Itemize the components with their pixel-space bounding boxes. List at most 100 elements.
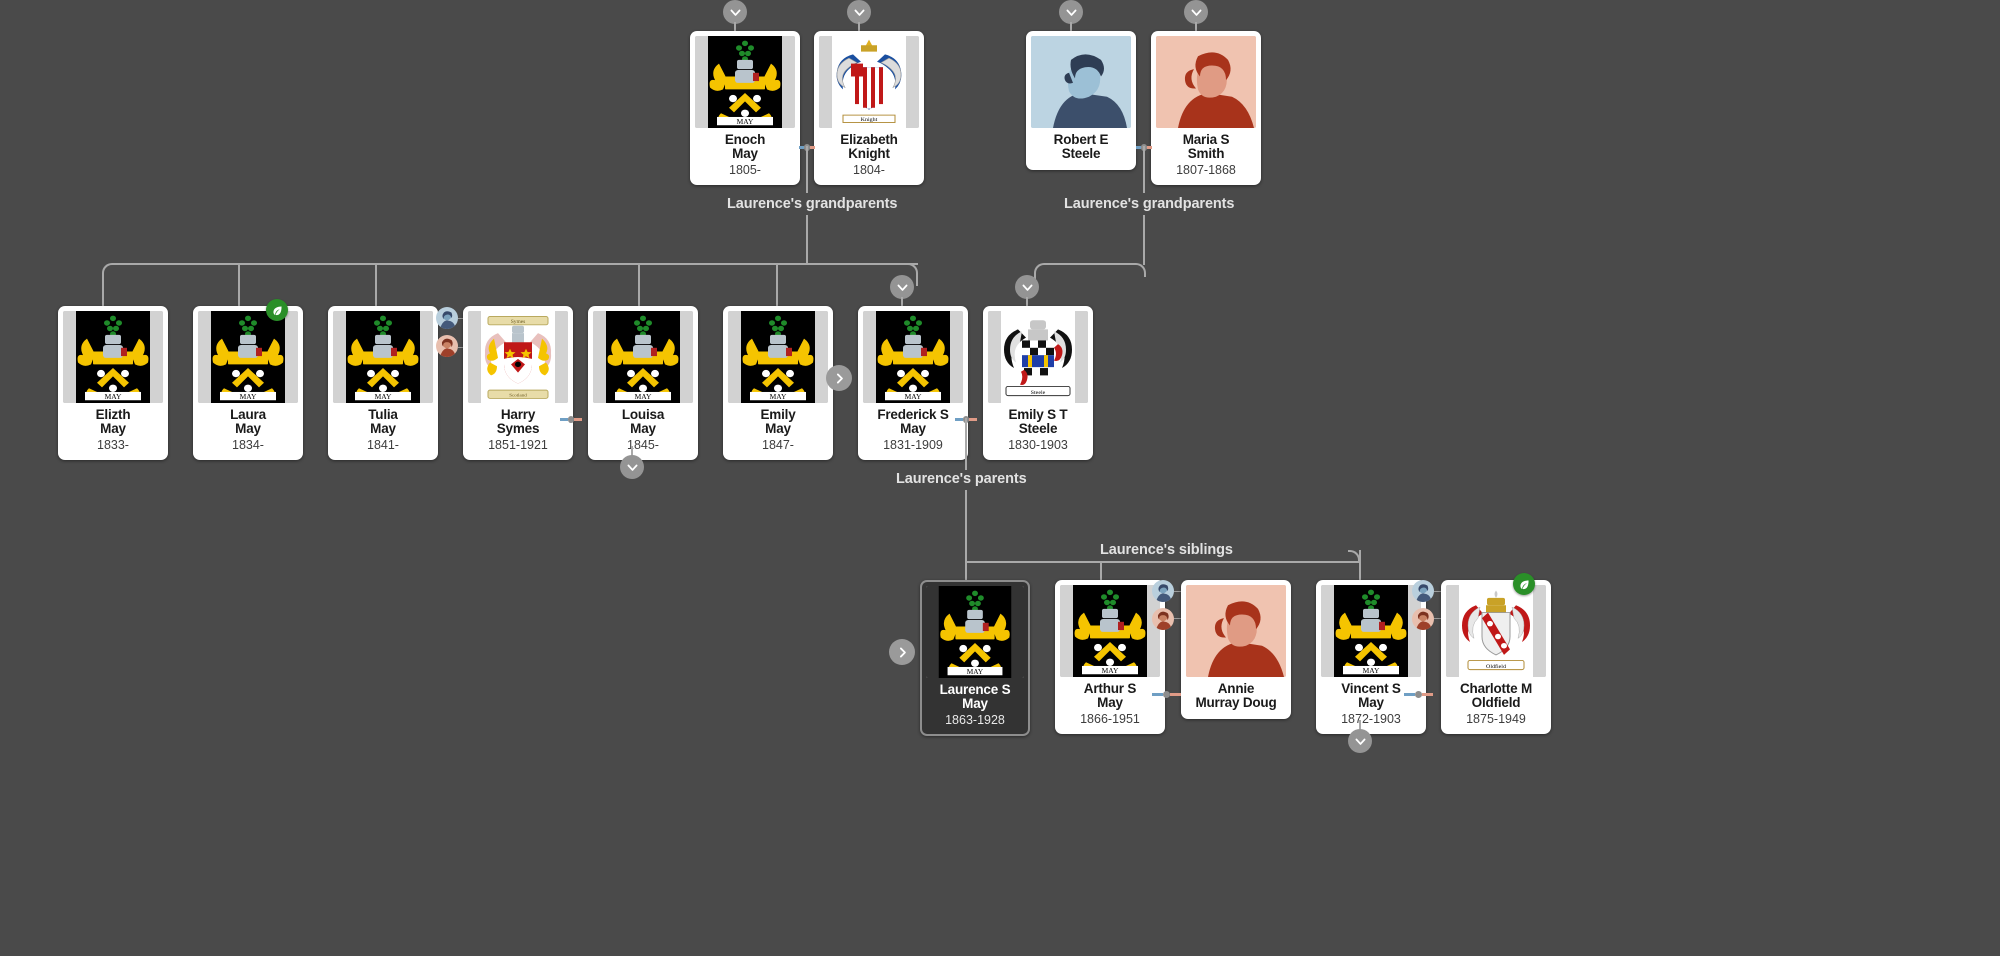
person-dates: 1841- bbox=[367, 437, 399, 452]
svg-text:Knight: Knight bbox=[861, 117, 878, 123]
person-dates: 1804- bbox=[853, 162, 885, 177]
female-avatar-icon[interactable] bbox=[1152, 608, 1174, 630]
person-dates: 1834- bbox=[232, 437, 264, 452]
female-avatar-icon bbox=[1156, 36, 1256, 128]
coat-of-arms-may-icon: MAY bbox=[728, 311, 828, 403]
coat-of-arms-oldfield-icon: Oldfield bbox=[1446, 585, 1546, 677]
expand-descendants-louisa-may-chevron[interactable] bbox=[620, 455, 644, 479]
spouse-link-vincent-charlotte bbox=[1404, 684, 1434, 704]
expand-ancestors-robert-steele-chevron[interactable] bbox=[1059, 0, 1083, 24]
expand-ancestors-frederick-may-chevron[interactable] bbox=[890, 275, 914, 299]
connector-child-drop bbox=[1359, 550, 1361, 585]
person-dates: 1866-1951 bbox=[1080, 711, 1140, 726]
svg-text:Oldfield: Oldfield bbox=[1486, 663, 1506, 670]
mini-parents-harry-symes[interactable] bbox=[436, 305, 482, 365]
svg-text:MAY: MAY bbox=[905, 393, 923, 401]
female-avatar-icon[interactable] bbox=[1412, 608, 1434, 630]
svg-text:MAY: MAY bbox=[967, 668, 983, 676]
male-avatar-icon[interactable] bbox=[1152, 580, 1174, 602]
person-dates: 1831-1909 bbox=[883, 437, 943, 452]
connector-child-drop bbox=[1100, 561, 1102, 585]
connector-sibling-bus bbox=[113, 263, 918, 265]
coat-of-arms-may-icon: MAY bbox=[593, 311, 693, 403]
svg-text:Scotland: Scotland bbox=[509, 394, 527, 399]
coat-of-arms-may-icon: MAY bbox=[333, 311, 433, 403]
person-dates: 1833- bbox=[97, 437, 129, 452]
group-label-siblings: Laurence's siblings bbox=[1100, 542, 1233, 558]
expand-ancestors-enoch-may-chevron[interactable] bbox=[723, 0, 747, 24]
coat-of-arms-may-icon: MAY bbox=[198, 311, 298, 403]
connector-corner bbox=[102, 263, 114, 277]
female-avatar-icon bbox=[1186, 585, 1286, 677]
scroll-right-siblings-button[interactable] bbox=[826, 365, 852, 391]
expand-ancestors-elizabeth-knight-chevron[interactable] bbox=[847, 0, 871, 24]
person-dates: 1807-1868 bbox=[1176, 162, 1236, 177]
group-label-parents: Laurence's parents bbox=[896, 471, 1027, 487]
connector-child-drop bbox=[776, 263, 778, 308]
connector-children-bus bbox=[965, 561, 1360, 563]
connector-couple-drop bbox=[965, 418, 967, 470]
connector-stem bbox=[1359, 720, 1361, 732]
connector-child-drop bbox=[238, 263, 240, 308]
scroll-right-children-button[interactable] bbox=[889, 639, 915, 665]
male-avatar-icon[interactable] bbox=[436, 307, 458, 329]
coat-of-arms-may-icon: MAY bbox=[63, 311, 163, 403]
svg-text:MAY: MAY bbox=[105, 393, 123, 401]
coat-of-arms-may-icon: MAY bbox=[1321, 585, 1421, 677]
svg-text:MAY: MAY bbox=[375, 393, 393, 401]
connector-child-drop bbox=[102, 276, 104, 308]
connector-child-drop bbox=[638, 263, 640, 308]
connector-couple-drop bbox=[806, 215, 808, 265]
spouse-link-arthur-annie bbox=[1152, 684, 1182, 704]
person-dates: 1863-1928 bbox=[945, 712, 1005, 727]
connector-couple-drop bbox=[806, 146, 808, 193]
person-dates: 1851-1921 bbox=[488, 437, 548, 452]
mini-parents-charlotte-oldfield[interactable] bbox=[1412, 580, 1458, 640]
person-dates: 1805- bbox=[729, 162, 761, 177]
connector-child-drop bbox=[965, 561, 967, 585]
coat-of-arms-may-icon: MAY bbox=[695, 36, 795, 128]
expand-descendants-vincent-may-chevron[interactable] bbox=[1348, 729, 1372, 753]
connector-corner bbox=[1134, 263, 1146, 277]
person-dates: 1847- bbox=[762, 437, 794, 452]
coat-of-arms-may-icon: MAY bbox=[926, 586, 1024, 678]
female-avatar-icon[interactable] bbox=[436, 335, 458, 357]
connector-stem bbox=[901, 297, 903, 307]
connector-stem bbox=[631, 446, 633, 458]
expand-ancestors-emily-steele-chevron[interactable] bbox=[1015, 275, 1039, 299]
connector-child-drop bbox=[375, 263, 377, 308]
leaf-hint-icon-charlotte-oldfield[interactable] bbox=[1513, 573, 1535, 595]
male-avatar-icon[interactable] bbox=[1412, 580, 1434, 602]
leaf-hint-icon-laura-may[interactable] bbox=[266, 299, 288, 321]
male-avatar-icon bbox=[1031, 36, 1131, 128]
expand-ancestors-maria-smith-chevron[interactable] bbox=[1184, 0, 1208, 24]
